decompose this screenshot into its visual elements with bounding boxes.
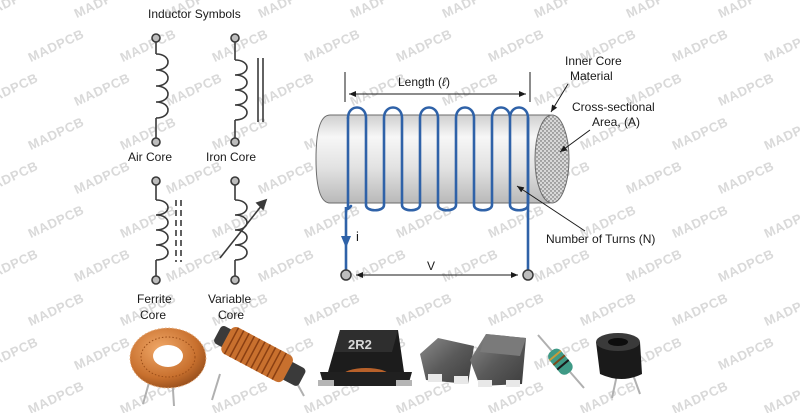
cross-section-label-line1: Cross-sectional — [572, 100, 655, 114]
smd-inductor-photo: 2R2 — [318, 330, 412, 386]
shielded-smd-small-photo — [420, 338, 474, 384]
cross-section-leader — [559, 129, 591, 153]
coil-winding — [344, 106, 530, 274]
iron-core-label: Iron Core — [206, 150, 256, 164]
terminal-left — [340, 269, 352, 281]
iron-core-symbol — [230, 33, 264, 147]
variable-core-label-line2: Core — [218, 308, 244, 322]
air-core-label: Air Core — [128, 150, 172, 164]
ferrite-core-symbol — [151, 176, 182, 285]
air-core-symbol — [151, 33, 169, 147]
cross-section-label-line2: Area, (A) — [592, 115, 640, 129]
shielded-smd-large-photo — [470, 334, 526, 387]
toroid-inductor-photo — [129, 327, 207, 407]
current-label: i — [356, 229, 359, 244]
inner-core-label-line2: Material — [570, 69, 613, 83]
voltage-label: V — [427, 259, 435, 273]
variable-core-label-line1: Variable — [208, 292, 251, 306]
smd-chip-marking: 2R2 — [348, 337, 372, 352]
symbols-title: Inductor Symbols — [148, 7, 241, 21]
ferrite-core-label-line2: Core — [140, 308, 166, 322]
terminal-right — [522, 269, 534, 281]
current-arrow-icon — [341, 236, 351, 248]
turns-label: Number of Turns (N) — [546, 232, 655, 246]
length-label: Length (ℓ) — [398, 75, 450, 89]
rod-inductor-photo — [211, 325, 306, 401]
length-dimension — [344, 72, 531, 102]
ferrite-core-label-line1: Ferrite — [137, 292, 172, 306]
cross-section-face — [534, 114, 570, 204]
inner-core-leader — [550, 83, 569, 113]
turns-leader — [516, 185, 586, 232]
variable-core-symbol — [219, 176, 268, 285]
radial-inductor-photo — [596, 333, 642, 399]
cylinder-core — [315, 114, 570, 204]
inner-core-label-line1: Inner Core — [565, 54, 622, 68]
axial-inductor-photo — [537, 334, 585, 389]
